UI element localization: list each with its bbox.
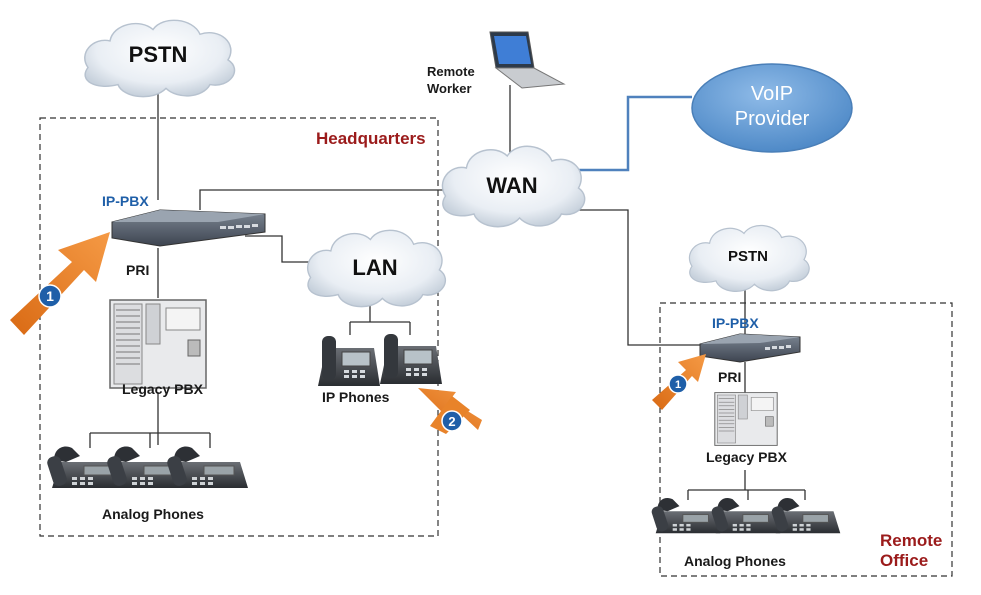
remote-office-line-1: Remote xyxy=(880,531,943,550)
remote-analog-phone-3 xyxy=(769,497,841,534)
remote-worker-line-2: Worker xyxy=(427,80,472,96)
remote-analog-phone-1 xyxy=(649,497,721,534)
remote-office-line-2: Office xyxy=(880,551,929,571)
ip-phone-1 xyxy=(317,335,381,387)
voip-provider-label: VoIP Provider xyxy=(712,82,832,132)
remote-ippbx-label: IP-PBX xyxy=(712,315,759,331)
voip-provider-line-2: Provider xyxy=(734,108,810,130)
ip-phone-2 xyxy=(379,333,443,385)
marker-1-hq-number: 1 xyxy=(46,288,54,304)
hq-legacy-pbx-label: Legacy PBX xyxy=(122,381,203,397)
ip-phones-label: IP Phones xyxy=(322,389,390,405)
remote-analog-phone-2 xyxy=(709,497,781,534)
remote-analog-phones-label: Analog Phones xyxy=(684,553,786,569)
hq-ippbx-device xyxy=(111,209,266,247)
remote-legacy-pbx-icon xyxy=(714,392,778,446)
arrow-marker-2-ipphones: 2 xyxy=(418,388,482,434)
remote-pstn-label: PSTN xyxy=(727,248,768,265)
voip-link xyxy=(570,95,692,172)
remote-worker-line-1: Remote xyxy=(427,64,475,79)
laptop-icon xyxy=(489,31,566,89)
hq-legacy-pbx-icon xyxy=(109,299,207,389)
arrow-marker-1-hq: 1 xyxy=(10,232,110,335)
hq-analog-phones-label: Analog Phones xyxy=(102,506,204,522)
hq-pri-label: PRI xyxy=(126,262,150,278)
hq-pstn-label: PSTN xyxy=(128,42,188,67)
remote-ippbx-device xyxy=(699,333,801,363)
voip-provider-line-1: VoIP xyxy=(750,83,794,105)
remote-legacy-pbx-label: Legacy PBX xyxy=(706,449,787,465)
wan-label: WAN xyxy=(486,173,538,198)
marker-2-number: 2 xyxy=(448,414,455,429)
remote-office-region xyxy=(659,302,953,577)
connection-lines xyxy=(89,85,806,500)
headquarters-region xyxy=(39,117,439,537)
lan-label: LAN xyxy=(352,255,398,280)
arrow-marker-1-remote: 1 xyxy=(652,354,706,410)
marker-1-remote-number: 1 xyxy=(675,379,681,391)
remote-pri-label: PRI xyxy=(718,369,742,385)
hq-analog-phone-3 xyxy=(165,446,249,489)
headquarters-label: Headquarters xyxy=(316,129,426,148)
voip-provider-cloud xyxy=(691,63,853,153)
hq-ippbx-label: IP-PBX xyxy=(102,193,149,209)
remote-office-label: Remote Office xyxy=(880,531,942,572)
remote-worker-label: Remote Worker xyxy=(427,64,475,98)
